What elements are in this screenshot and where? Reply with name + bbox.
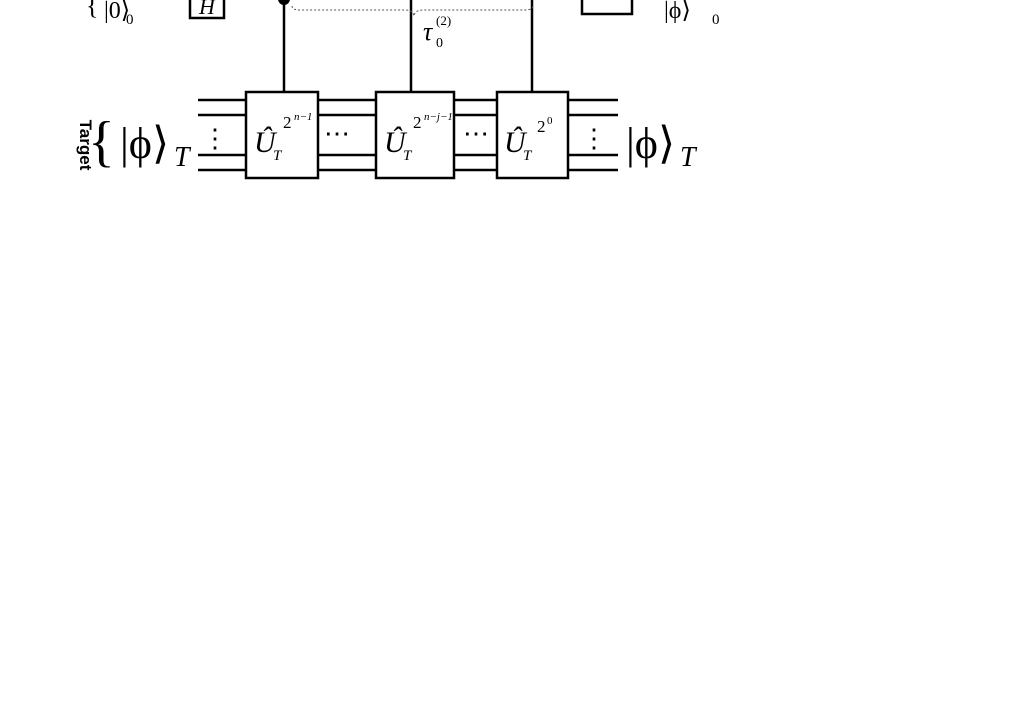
control-register: { |0⟩ 0 H τ 0 (2) |ϕ⟩ 0 <box>86 0 720 92</box>
hadamard-label: H <box>198 0 216 19</box>
gate-subscript: T <box>523 148 533 164</box>
gate-exponent: 2 <box>413 113 422 132</box>
horizontal-ellipsis-2: ⋯ <box>463 119 489 148</box>
target-register: Target { |ϕ⟩ T ⋮ ⋮ ⋯ ⋯ <box>76 90 698 180</box>
gate-subscript: T <box>273 148 283 164</box>
tau-brace <box>291 5 534 17</box>
tau-symbol: τ <box>423 17 434 46</box>
gate-subscript: T <box>403 148 413 164</box>
gate-exponent-power: n−j−1 <box>424 111 453 123</box>
output-state: |ϕ⟩ <box>626 119 675 168</box>
output-subscript: T <box>680 142 698 173</box>
tau-subscript: 0 <box>436 36 443 51</box>
gate-operator: Û <box>504 126 528 159</box>
control-output-subscript: 0 <box>712 12 720 28</box>
register-wires <box>198 98 618 172</box>
vertical-ellipsis-in: ⋮ <box>202 124 228 153</box>
target-label: Target <box>76 120 95 171</box>
input-state: |ϕ⟩ <box>120 119 169 168</box>
control-input-ket: |0⟩ <box>104 0 130 24</box>
gate-operator: Û <box>384 126 408 159</box>
gate-u-power-0: Û T 2 0 <box>495 90 570 180</box>
hadamard-gate <box>188 0 226 20</box>
control-input-subscript: 0 <box>126 12 134 28</box>
gate-u-power-n-minus-j-minus-1: Û T 2 n−j−1 <box>374 90 456 180</box>
gate-exponent: 2 <box>283 113 292 132</box>
target-brace: { <box>88 111 115 173</box>
vertical-ellipsis-out: ⋮ <box>581 124 607 153</box>
control-output-ket: |ϕ⟩ <box>664 0 691 24</box>
gate-exponent-power: 0 <box>547 115 553 127</box>
gate-u-power-n-minus-1: Û T 2 n−1 <box>244 90 320 180</box>
gate-exponent-power: n−1 <box>294 111 312 123</box>
input-subscript: T <box>174 142 192 173</box>
tau-superscript: (2) <box>436 13 451 28</box>
horizontal-ellipsis-1: ⋯ <box>324 119 350 148</box>
gate-exponent: 2 <box>537 117 546 136</box>
gate-operator: Û <box>254 126 278 159</box>
control-brace: { <box>86 0 98 20</box>
inverse-qft-gate <box>580 0 634 16</box>
